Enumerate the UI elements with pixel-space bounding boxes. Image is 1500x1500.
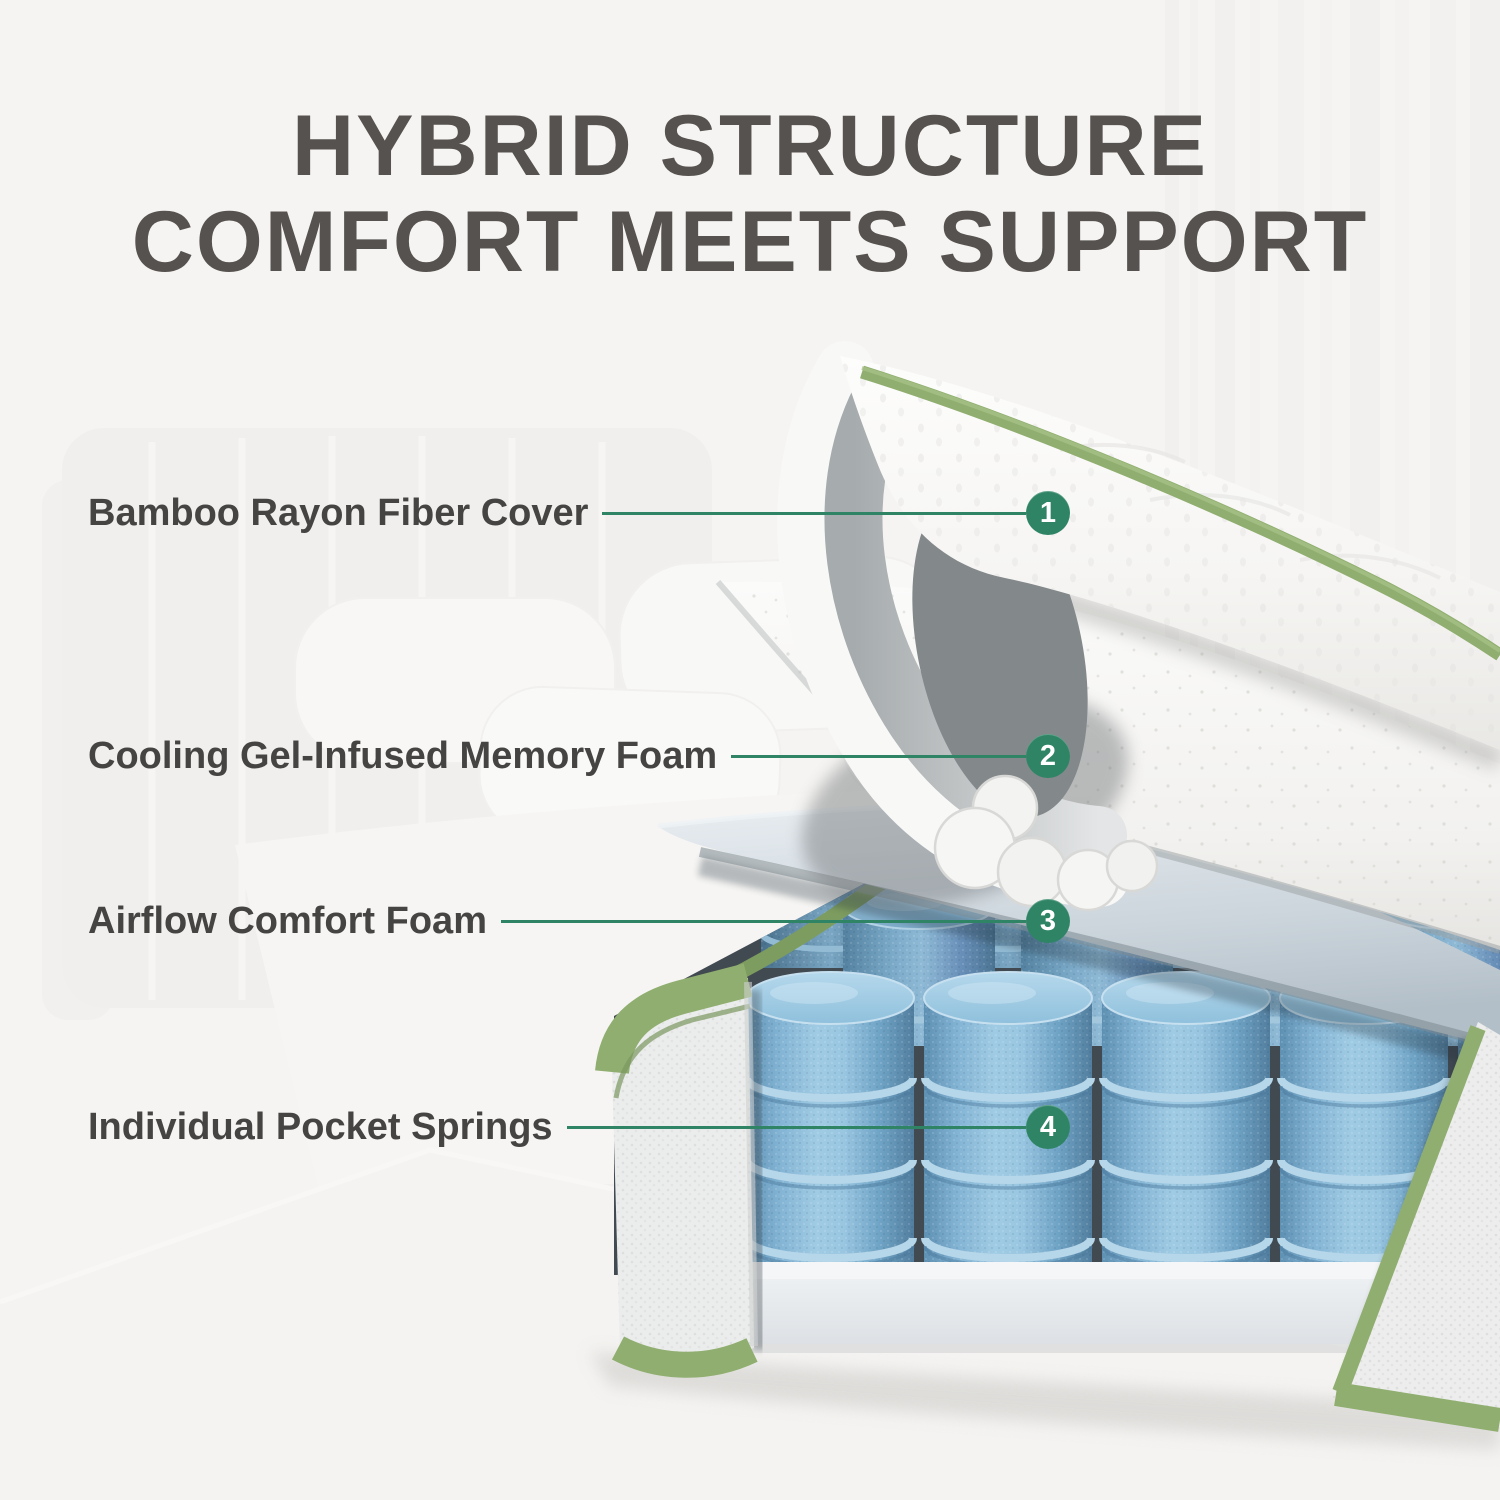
callout-label: Bamboo Rayon Fiber Cover (88, 491, 589, 534)
page-title: HYBRID STRUCTURE COMFORT MEETS SUPPORT (0, 98, 1500, 291)
cover-layer (777, 341, 1500, 912)
callout-connector-line (602, 511, 1026, 515)
base-foam-layer (626, 1262, 1500, 1353)
callout-cooling-gel-memory-foam: Cooling Gel-Infused Memory Foam 2 (88, 733, 1070, 779)
callout-bamboo-rayon-fiber-cover: Bamboo Rayon Fiber Cover 1 (88, 490, 1070, 536)
callout-connector-line (731, 754, 1026, 758)
callout-airflow-comfort-foam: Airflow Comfort Foam 3 (88, 898, 1070, 944)
callout-label: Individual Pocket Springs (88, 1105, 553, 1148)
callout-label: Airflow Comfort Foam (88, 899, 487, 942)
cover-green-piping (860, 365, 1500, 661)
floor-shadow (590, 1352, 1500, 1450)
callout-label: Cooling Gel-Infused Memory Foam (88, 734, 718, 777)
callout-number-badge: 4 (1026, 1105, 1070, 1149)
side-fabric-left (595, 963, 767, 1378)
callout-number-badge: 2 (1026, 734, 1070, 778)
callout-number-badge: 1 (1026, 491, 1070, 535)
title-line-2: COMFORT MEETS SUPPORT (131, 194, 1369, 291)
callout-connector-line (566, 1125, 1026, 1129)
side-fabric-right (1332, 1022, 1500, 1432)
crumpled-quilt (933, 774, 1159, 912)
title-line-1: HYBRID STRUCTURE (292, 98, 1208, 194)
callout-connector-line (500, 919, 1026, 923)
cover-shadow (997, 574, 1500, 771)
callout-number-badge: 3 (1026, 899, 1070, 943)
callout-individual-pocket-springs: Individual Pocket Springs 4 (88, 1104, 1070, 1150)
